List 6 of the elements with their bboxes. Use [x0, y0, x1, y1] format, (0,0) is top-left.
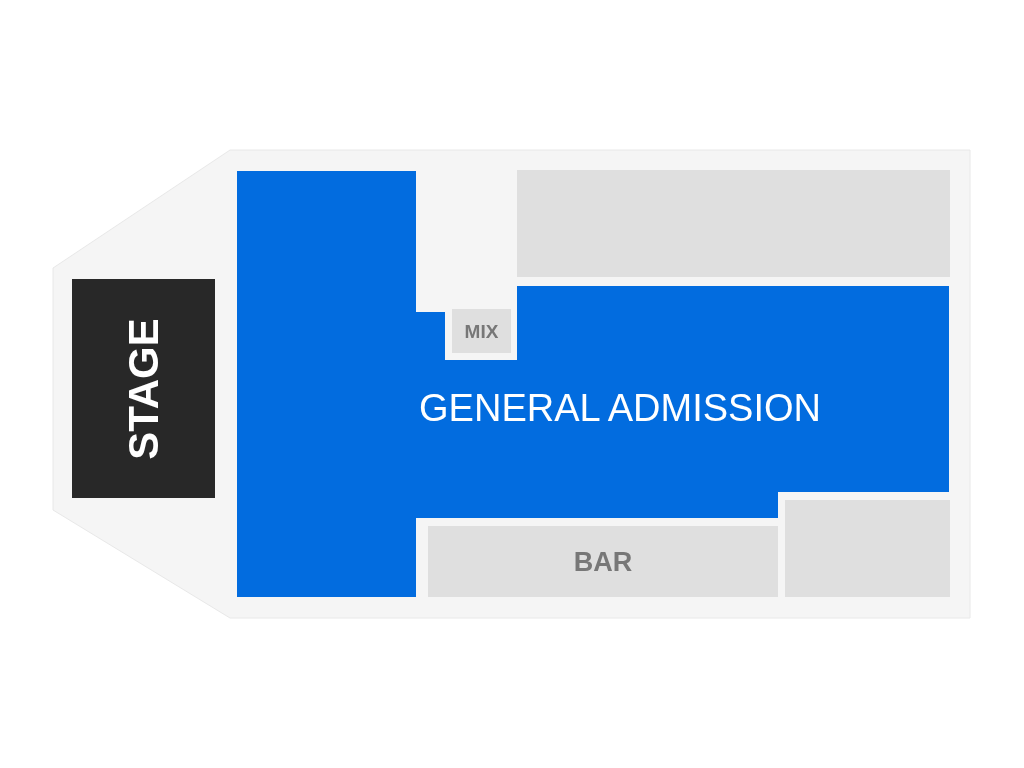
- area-label: BAR: [573, 548, 633, 575]
- stage-block: [72, 279, 215, 498]
- standing-area: [237, 171, 949, 597]
- area-label: STAGE: [122, 317, 165, 460]
- area-label: MIX: [464, 321, 499, 341]
- area-label: GENERAL ADMISSION: [419, 389, 821, 427]
